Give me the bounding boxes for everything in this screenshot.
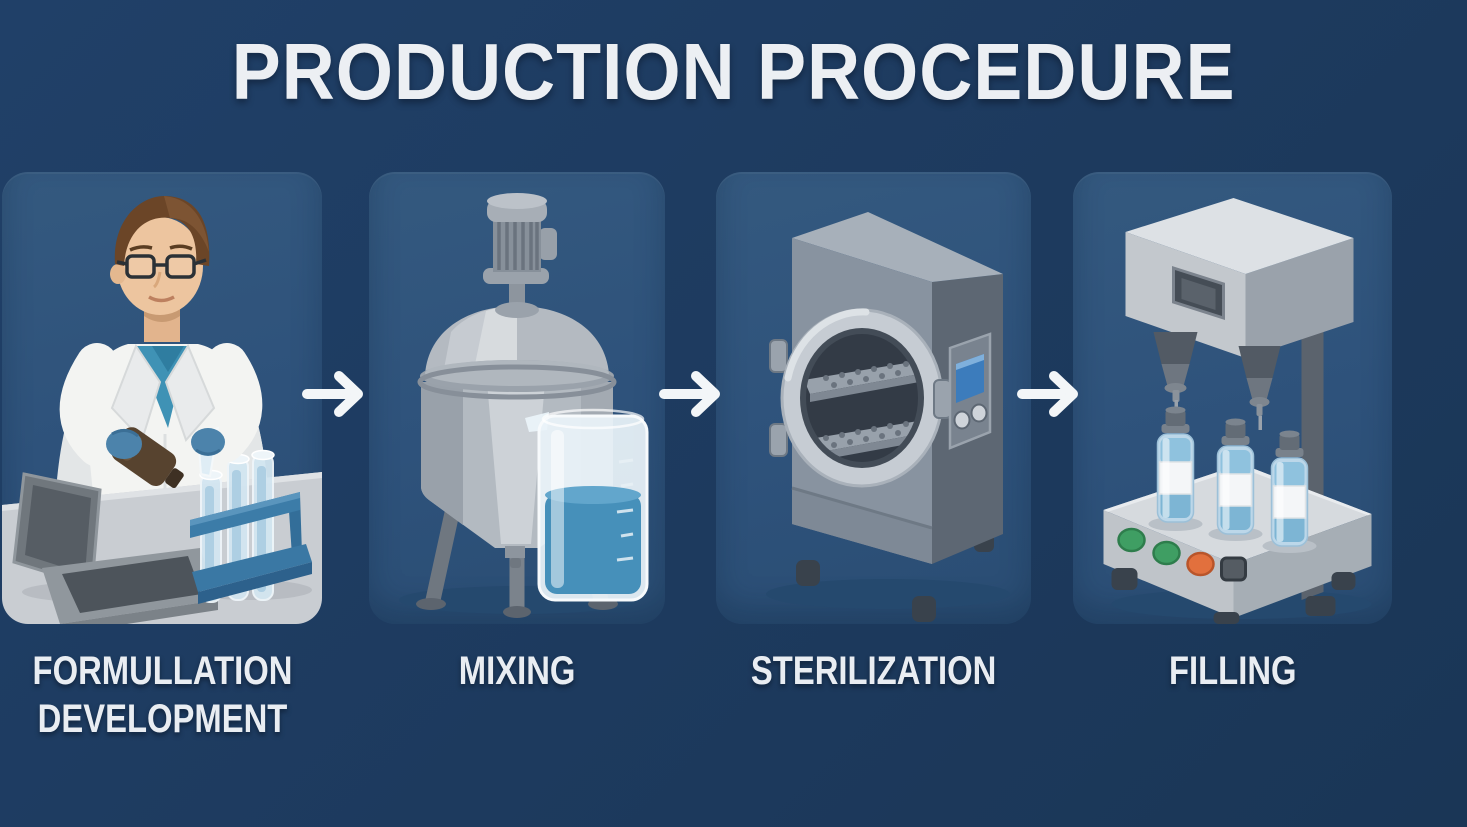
formulation-illustration bbox=[2, 196, 322, 624]
square-button bbox=[1220, 556, 1247, 582]
filling-machine bbox=[1103, 198, 1372, 624]
mixing-illustration bbox=[399, 193, 649, 618]
right-arrow-icon bbox=[659, 371, 720, 417]
mixing-tank bbox=[417, 306, 617, 568]
vial bbox=[1156, 406, 1195, 523]
filling-nozzles bbox=[1153, 332, 1281, 430]
step-panel-mixing bbox=[369, 172, 665, 624]
sterilization-illustration bbox=[766, 212, 1010, 622]
filler-head bbox=[1125, 198, 1354, 358]
beaker bbox=[525, 408, 649, 602]
sterilizer-shelves bbox=[806, 360, 918, 462]
autoclave-door bbox=[769, 308, 952, 488]
right-arrow-icon bbox=[1017, 371, 1078, 417]
vial bbox=[1216, 418, 1255, 535]
green-button bbox=[1117, 527, 1146, 553]
floor-shadow bbox=[766, 579, 1010, 609]
step-panel-sterilization bbox=[716, 172, 1031, 624]
green-button bbox=[1152, 540, 1181, 566]
agitator-motor bbox=[483, 193, 557, 318]
test-tube-rack bbox=[190, 449, 312, 604]
page-title: PRODUCTION PROCEDURE bbox=[231, 27, 1236, 116]
right-arrow-icon bbox=[302, 371, 363, 417]
step-panel-filling bbox=[1073, 172, 1392, 624]
arms-and-bottle bbox=[59, 343, 263, 489]
step-panel-formulation bbox=[2, 172, 322, 624]
step-label-sterilization: STERILIZATION bbox=[750, 649, 997, 693]
orange-button bbox=[1186, 551, 1215, 577]
panel-button bbox=[953, 410, 971, 430]
laptop bbox=[12, 472, 218, 624]
autoclave bbox=[769, 212, 1003, 622]
vial bbox=[1270, 430, 1309, 547]
panel-button bbox=[970, 403, 988, 423]
step-label-filling: FILLING bbox=[1168, 649, 1297, 693]
vials bbox=[1148, 406, 1317, 553]
step-label-formulation: FORMULLATION DEVELOPMENT bbox=[32, 649, 292, 741]
filling-illustration bbox=[1103, 198, 1372, 624]
control-panel bbox=[948, 332, 992, 450]
step-label-mixing: MIXING bbox=[458, 649, 576, 693]
